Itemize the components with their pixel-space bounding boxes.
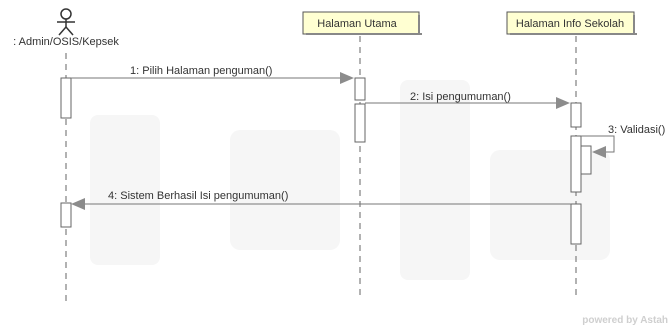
lifeline-halaman-utama[interactable]: Halaman Utama: [302, 11, 422, 35]
lifeline-label-halaman-info-sekolah: Halaman Info Sekolah: [516, 18, 624, 30]
background-watermark-shapes: [90, 80, 610, 280]
message-2[interactable]: 2: Isi pengumuman(): [365, 91, 570, 109]
activation-bar-halaman-utama-2: [354, 103, 366, 143]
message-3-arrowhead: [592, 146, 606, 158]
message-2-label: 2: Isi pengumuman(): [410, 91, 511, 103]
message-3-label: 3: Validasi(): [608, 124, 665, 136]
activation-bar-info-sekolah-1: [570, 102, 582, 128]
activation-bar-info-sekolah-nested: [580, 145, 592, 175]
powered-by-watermark: powered by Astah: [582, 315, 668, 326]
activation-bar-info-sekolah-3: [570, 203, 582, 245]
activation-bar-actor-2: [60, 202, 72, 228]
message-3-line: [581, 135, 615, 153]
message-4-arrowhead: [71, 198, 85, 210]
activation-bar-actor-1: [60, 77, 72, 119]
activation-bar-info-sekolah-2: [570, 135, 582, 193]
actor-admin[interactable]: : Admin/OSIS/Kepsek: [13, 8, 119, 48]
lifeline-label-halaman-utama: Halaman Utama: [317, 18, 397, 30]
message-1[interactable]: 1: Pilih Halaman penguman(): [71, 65, 354, 84]
message-4-label: 4: Sistem Berhasil Isi pengumuman(): [108, 190, 288, 202]
actor-stick-figure-icon: [57, 8, 75, 36]
message-2-arrowhead: [556, 97, 570, 109]
activation-bar-halaman-utama-1: [354, 77, 366, 101]
actor-name: : Admin/OSIS/Kepsek: [13, 36, 119, 48]
message-4[interactable]: 4: Sistem Berhasil Isi pengumuman(): [71, 190, 571, 210]
lifeline-halaman-info-sekolah[interactable]: Halaman Info Sekolah: [506, 11, 637, 35]
message-3-self-call[interactable]: 3: Validasi(): [581, 124, 665, 158]
message-1-arrowhead: [340, 72, 354, 84]
message-1-label: 1: Pilih Halaman penguman(): [130, 65, 272, 77]
